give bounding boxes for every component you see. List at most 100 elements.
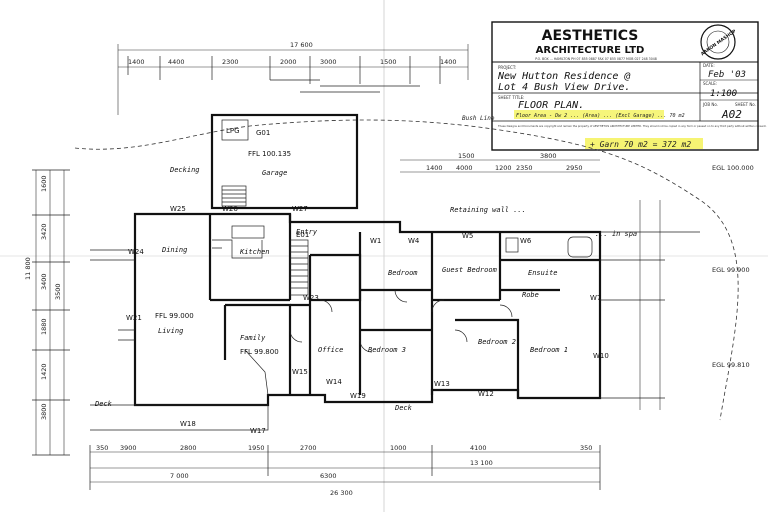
svg-text:4100: 4100 — [470, 444, 487, 452]
top-dim: 3000 — [320, 58, 337, 66]
overall-width-bottom: 26 300 — [330, 489, 353, 497]
svg-text:SHEET No.: SHEET No. — [735, 102, 756, 107]
project-address: Lot 4 Bush View Drive. — [498, 82, 630, 93]
ground-level: EGL 100.000 — [712, 164, 754, 172]
window-tag: W15 — [292, 368, 308, 376]
svg-text:E01: E01 — [296, 231, 309, 239]
right-dimensions: 1500 3800 1400 4000 1200 2350 2950 EGL 1… — [400, 152, 754, 410]
deck-label: Deck — [94, 400, 113, 408]
area-highlight — [585, 138, 703, 149]
window-tag: W19 — [350, 392, 366, 400]
door-swings — [244, 289, 513, 396]
bush-line-label: Bush Line — [462, 115, 495, 122]
svg-text:6300: 6300 — [320, 472, 337, 480]
highlight-marker — [514, 110, 664, 119]
svg-text:1400: 1400 — [426, 164, 443, 172]
svg-text:13 100: 13 100 — [470, 459, 493, 467]
svg-text:2700: 2700 — [300, 444, 317, 452]
company-name: AESTHETICS — [542, 28, 639, 44]
room-ensuite: Ensuite — [528, 269, 558, 277]
project-name: New Hutton Residence @ — [497, 71, 630, 82]
room-living: Living — [158, 327, 183, 335]
copyright-note: These Designs and Documents are copyrigh… — [498, 124, 767, 128]
svg-text:3800: 3800 — [540, 152, 557, 160]
top-dim: 1500 — [380, 58, 397, 66]
sheet-number: A02 — [721, 108, 742, 121]
window-tag: W5 — [462, 232, 473, 240]
deck-label-2: Deck — [394, 404, 413, 412]
architect-stamp: AARON MASHOP — [700, 24, 738, 60]
svg-text:LPG: LPG — [226, 127, 240, 135]
svg-text:2800: 2800 — [180, 444, 197, 452]
window-tag: W25 — [170, 205, 186, 213]
window-tag: W17 — [250, 427, 266, 435]
svg-text:1880: 1880 — [40, 318, 48, 335]
retaining-note: Retaining wall ... — [450, 206, 526, 214]
overall-height: 11 800 — [24, 257, 32, 280]
svg-text:3800: 3800 — [40, 403, 48, 420]
svg-text:1420: 1420 — [40, 363, 48, 380]
window-tag: W6 — [520, 237, 532, 245]
garage-label: Garage — [262, 169, 287, 177]
top-dimensions: 17 600 1400 4400 2300 2000 3000 1500 140… — [117, 41, 469, 115]
family-ffl: FFL 99.800 — [240, 348, 279, 356]
svg-text:1000: 1000 — [390, 444, 407, 452]
top-dim: 1400 — [440, 58, 457, 66]
svg-text:1600: 1600 — [40, 175, 48, 192]
entry-stairs: E01 — [289, 231, 309, 296]
window-tag: W1 — [370, 237, 381, 245]
heat-pump-note: ... in spa — [595, 230, 637, 238]
room-bedroom-2: Bedroom 2 — [478, 338, 516, 346]
svg-text:2350: 2350 — [516, 164, 533, 172]
svg-text:PROJECT:: PROJECT: — [498, 65, 516, 70]
svg-text:3500: 3500 — [54, 283, 62, 300]
interior-walls — [208, 214, 600, 398]
svg-text:4000: 4000 — [456, 164, 473, 172]
room-kitchen: Kitchen — [239, 248, 270, 256]
company-address: P.O. BOX ... HAMILTON PH 07 855 0887 FAX… — [535, 57, 657, 61]
svg-text:350: 350 — [580, 444, 592, 452]
title-block: AESTHETICS ARCHITECTURE LTD P.O. BOX ...… — [491, 21, 767, 151]
room-robe: Robe — [522, 291, 539, 299]
sheet-note: Floor Area - Dw 2 ... (Area) ... (Excl G… — [516, 113, 685, 119]
window-tag: W26 — [222, 205, 238, 213]
svg-text:7 000: 7 000 — [170, 472, 189, 480]
sheet-scale: 1:100 — [710, 89, 737, 99]
window-tag: W10 — [593, 352, 609, 360]
window-tag: W14 — [326, 378, 342, 386]
svg-text:1950: 1950 — [248, 444, 265, 452]
window-tag: W24 — [128, 248, 144, 256]
window-tag: W13 — [434, 380, 450, 388]
company-name-line2: ARCHITECTURE LTD — [536, 45, 645, 56]
window-tags: W25 W26 W27 W24 W21 W23 W1 W4 W5 W6 W7 W… — [126, 205, 609, 435]
room-office: Office — [318, 346, 343, 354]
window-tag: W12 — [478, 390, 494, 398]
ground-level: EGL 99.810 — [712, 361, 750, 369]
window-tag: W23 — [303, 294, 319, 302]
decking-label: Decking — [169, 166, 200, 174]
svg-text:1200: 1200 — [495, 164, 512, 172]
bush-line-boundary — [74, 119, 739, 421]
room-family: Family — [240, 334, 266, 342]
living-ffl: FFL 99.000 — [155, 312, 194, 320]
room-bedroom-3: Bedroom 3 — [368, 346, 406, 354]
window-tag: W7 — [590, 294, 601, 302]
svg-text:JOB No.: JOB No. — [702, 102, 718, 107]
svg-text:350: 350 — [96, 444, 108, 452]
sheet-title: FLOOR PLAN. — [518, 100, 584, 111]
svg-text:1500: 1500 — [458, 152, 475, 160]
overall-width-top: 17 600 — [290, 41, 313, 49]
window-tag: W18 — [180, 420, 196, 428]
area-note: + Garn 70 m2 = 372 m2 — [590, 140, 691, 149]
ground-level: EGL 99.900 — [712, 266, 750, 274]
top-dim: 1400 — [128, 58, 145, 66]
svg-text:3420: 3420 — [40, 223, 48, 240]
room-bedroom: Bedroom — [388, 269, 418, 277]
svg-text:SCALE:: SCALE: — [703, 81, 717, 86]
window-tag: W4 — [408, 237, 420, 245]
svg-text:DATE:: DATE: — [703, 63, 715, 68]
bottom-dimensions: 350 3900 2800 1950 2700 1000 4100 350 7 … — [89, 444, 601, 497]
window-tag: W21 — [126, 314, 142, 322]
svg-text:SHEET TITLE:: SHEET TITLE: — [498, 95, 525, 100]
